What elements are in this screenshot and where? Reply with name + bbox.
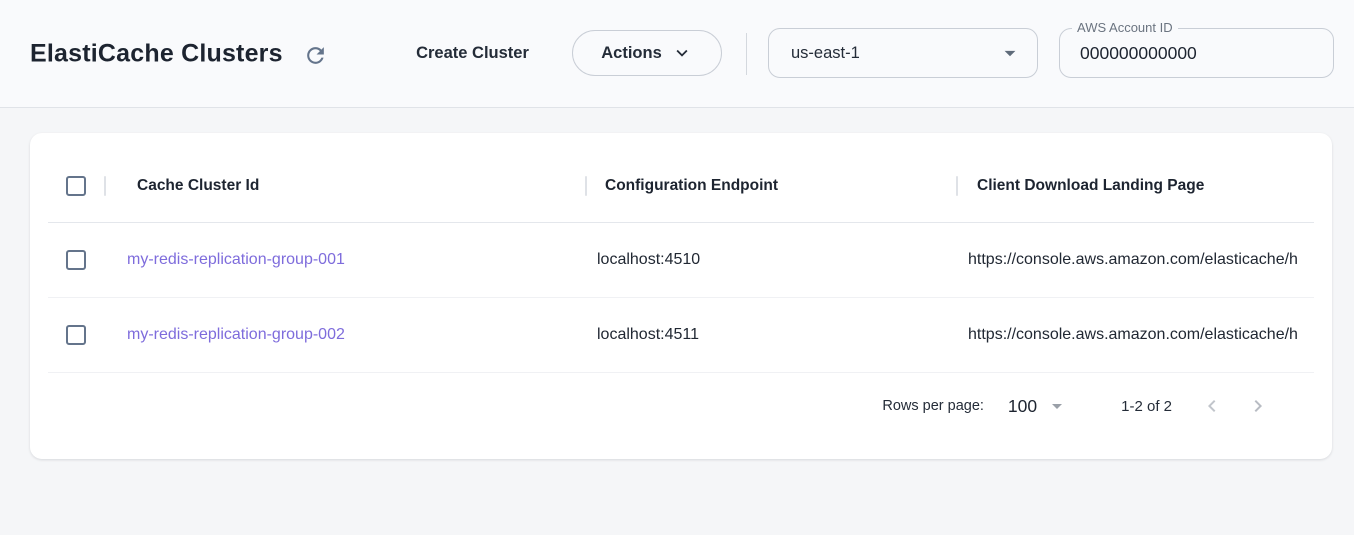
table-header-row: Cache Cluster Id Configuration Endpoint … xyxy=(48,149,1314,223)
create-cluster-button[interactable]: Create Cluster xyxy=(407,30,538,76)
cache-cluster-id-cell: my-redis-replication-group-001 xyxy=(104,251,585,269)
refresh-button[interactable] xyxy=(300,40,330,70)
next-page-button[interactable] xyxy=(1238,386,1278,426)
region-select-value: us-east-1 xyxy=(791,44,860,63)
client-download-landing-page-cell: https://console.aws.amazon.com/elasticac… xyxy=(956,251,1314,269)
dropdown-arrow-icon xyxy=(997,40,1023,66)
configuration-endpoint-cell: localhost:4510 xyxy=(585,251,956,269)
column-separator xyxy=(104,176,106,196)
header-client-download-landing-page[interactable]: Client Download Landing Page xyxy=(956,177,1314,195)
table-row: my-redis-replication-group-001 localhost… xyxy=(48,223,1314,298)
toolbar-divider xyxy=(746,33,747,75)
column-separator xyxy=(956,176,958,196)
table-pagination: Rows per page: 100 1-2 of 2 xyxy=(48,373,1314,439)
top-toolbar: ElastiCache Clusters Create Cluster Acti… xyxy=(0,0,1354,108)
clusters-data-grid: Cache Cluster Id Configuration Endpoint … xyxy=(48,149,1314,439)
dropdown-arrow-icon xyxy=(1045,394,1069,418)
aws-account-id-label: AWS Account ID xyxy=(1072,20,1178,35)
refresh-icon xyxy=(303,43,328,68)
cluster-link[interactable]: my-redis-replication-group-002 xyxy=(127,326,345,343)
region-select[interactable]: us-east-1 xyxy=(768,28,1038,78)
rows-per-page-select[interactable]: 100 xyxy=(1008,394,1069,418)
row-checkbox[interactable] xyxy=(66,325,86,345)
header-configuration-endpoint[interactable]: Configuration Endpoint xyxy=(585,177,956,195)
row-checkbox-cell xyxy=(48,250,104,270)
rows-per-page-label: Rows per page: xyxy=(882,398,984,414)
select-all-checkbox[interactable] xyxy=(66,176,86,196)
aws-account-id-field: AWS Account ID xyxy=(1059,28,1334,78)
row-checkbox[interactable] xyxy=(66,250,86,270)
cache-cluster-id-cell: my-redis-replication-group-002 xyxy=(104,326,585,344)
chevron-right-icon xyxy=(1246,394,1270,418)
chevron-down-icon xyxy=(671,42,693,64)
clusters-table-card: Cache Cluster Id Configuration Endpoint … xyxy=(30,133,1332,459)
header-checkbox-cell xyxy=(48,176,104,196)
actions-menu-button[interactable]: Actions xyxy=(572,30,722,76)
cluster-link[interactable]: my-redis-replication-group-001 xyxy=(127,251,345,268)
aws-account-id-input[interactable] xyxy=(1060,29,1333,77)
table-row: my-redis-replication-group-002 localhost… xyxy=(48,298,1314,373)
row-checkbox-cell xyxy=(48,325,104,345)
column-separator xyxy=(585,176,587,196)
page-title: ElastiCache Clusters xyxy=(30,39,283,68)
actions-button-label: Actions xyxy=(601,44,662,63)
previous-page-button[interactable] xyxy=(1192,386,1232,426)
client-download-landing-page-cell: https://console.aws.amazon.com/elasticac… xyxy=(956,326,1314,344)
header-cache-cluster-id[interactable]: Cache Cluster Id xyxy=(104,177,585,195)
configuration-endpoint-cell: localhost:4511 xyxy=(585,326,956,344)
chevron-left-icon xyxy=(1200,394,1224,418)
pagination-range-label: 1-2 of 2 xyxy=(1121,398,1172,415)
